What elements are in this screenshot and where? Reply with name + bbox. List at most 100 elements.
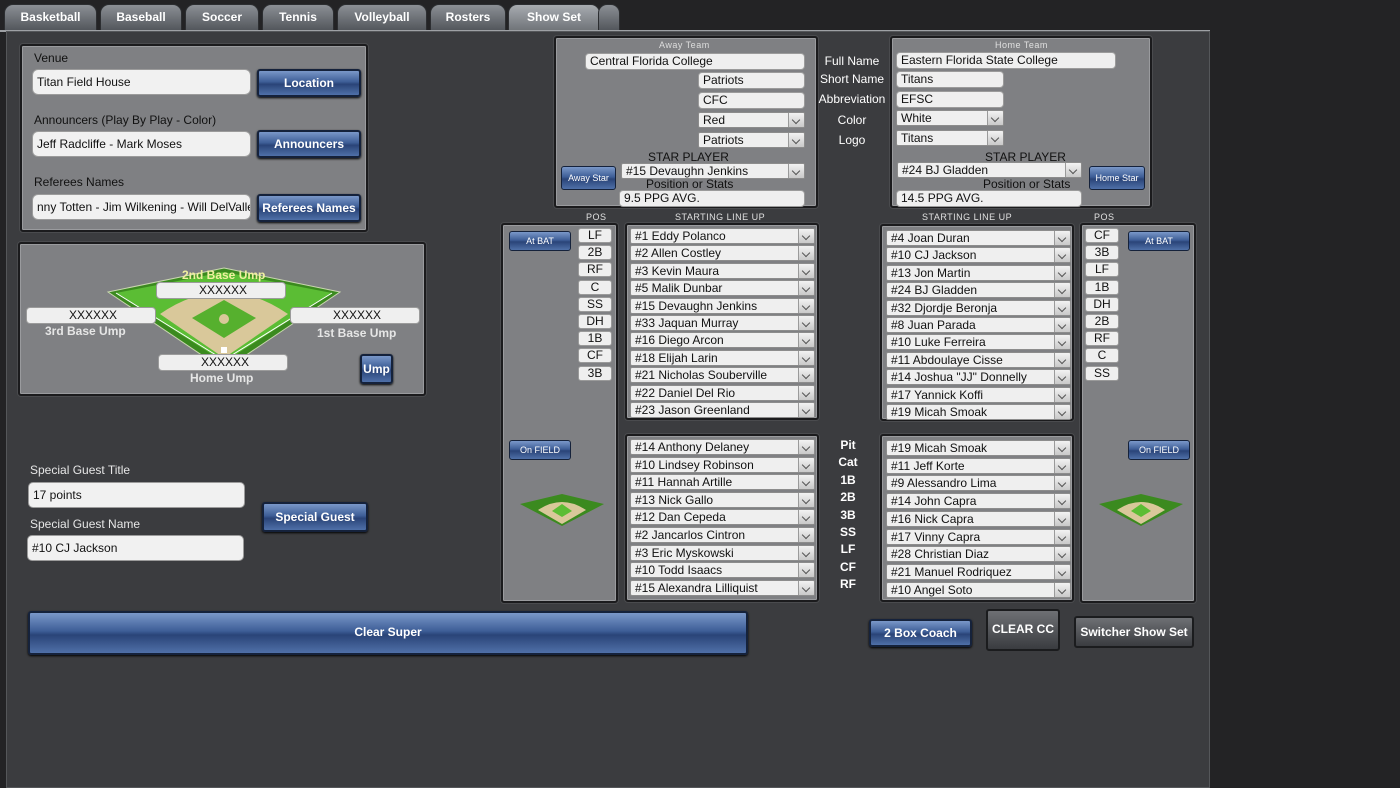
away-lineup-slot-5[interactable]: #15 Devaughn Jenkins bbox=[630, 297, 815, 314]
clear-cc-button[interactable]: CLEAR CC bbox=[986, 609, 1060, 651]
away-lineup-slot-4[interactable]: #5 Malik Dunbar bbox=[630, 280, 815, 297]
away-lineup-slot-2[interactable]: #2 Allen Costley bbox=[630, 245, 815, 262]
away-field-slot-4[interactable]: #13 Nick Gallo bbox=[630, 491, 815, 508]
home-field-slot-9[interactable]: #10 Angel Soto bbox=[886, 581, 1071, 598]
home-position-slot-4[interactable]: 1B bbox=[1085, 279, 1119, 295]
home-field-slot-2[interactable]: #11 Jeff Korte bbox=[886, 457, 1071, 474]
home-lineup-slot-3[interactable]: #13 Jon Martin bbox=[886, 264, 1071, 281]
home-lineup-slot-7[interactable]: #10 Luke Ferreira bbox=[886, 334, 1071, 351]
first-base-ump-field[interactable]: XXXXXX bbox=[290, 307, 420, 324]
away-lineup-slot-1[interactable]: #1 Eddy Polanco bbox=[630, 228, 815, 244]
referees-button[interactable]: Referees Names bbox=[257, 194, 361, 222]
away-stats-field[interactable]: 9.5 PPG AVG. bbox=[619, 190, 805, 207]
home-star-player-dropdown[interactable]: #24 BJ Gladden bbox=[897, 162, 1082, 178]
home-lineup-slot-10[interactable]: #17 Yannick Koffi bbox=[886, 386, 1071, 403]
home-position-slot-7[interactable]: RF bbox=[1085, 331, 1119, 347]
away-field-slot-7[interactable]: #3 Eric Myskowski bbox=[630, 544, 815, 561]
special-guest-title-field[interactable]: 17 points bbox=[28, 482, 245, 508]
away-lineup-slot-3[interactable]: #3 Kevin Maura bbox=[630, 262, 815, 279]
away-position-slot-4[interactable]: C bbox=[578, 279, 612, 295]
home-field-slot-3[interactable]: #9 Alessandro Lima bbox=[886, 475, 1071, 492]
home-position-slot-2[interactable]: 3B bbox=[1085, 245, 1119, 261]
away-position-slot-5[interactable]: SS bbox=[578, 296, 612, 312]
special-guest-button[interactable]: Special Guest bbox=[262, 502, 368, 532]
location-button[interactable]: Location bbox=[257, 69, 361, 97]
away-position-slot-6[interactable]: DH bbox=[578, 314, 612, 329]
away-position-slot-9[interactable]: 3B bbox=[578, 365, 612, 381]
away-star-player-dropdown[interactable]: #15 Devaughn Jenkins bbox=[621, 163, 805, 179]
away-lineup-slot-7[interactable]: #16 Diego Arcon bbox=[630, 332, 815, 349]
second-base-ump-field[interactable]: XXXXXX bbox=[156, 282, 286, 299]
home-ump-field[interactable]: XXXXXX bbox=[158, 354, 288, 371]
home-stats-field[interactable]: 14.5 PPG AVG. bbox=[896, 190, 1082, 207]
home-position-slot-6[interactable]: 2B bbox=[1085, 314, 1119, 329]
away-short-name-field[interactable]: Patriots bbox=[698, 72, 805, 89]
away-lineup-slot-8[interactable]: #18 Elijah Larin bbox=[630, 349, 815, 366]
away-position-slot-3[interactable]: RF bbox=[578, 262, 612, 278]
away-field-slot-8[interactable]: #10 Todd Isaacs bbox=[630, 562, 815, 579]
home-position-slot-5[interactable]: DH bbox=[1085, 296, 1119, 312]
away-abbreviation-field[interactable]: CFC bbox=[698, 92, 805, 109]
home-full-name-field[interactable]: Eastern Florida State College bbox=[896, 52, 1116, 69]
away-position-slot-1[interactable]: LF bbox=[578, 228, 612, 243]
home-position-slot-9[interactable]: SS bbox=[1085, 365, 1119, 381]
away-position-slot-8[interactable]: CF bbox=[578, 348, 612, 364]
two-box-coach-button[interactable]: 2 Box Coach bbox=[869, 619, 972, 647]
special-guest-name-field[interactable]: #10 CJ Jackson bbox=[27, 535, 244, 561]
away-field-slot-5[interactable]: #12 Dan Cepeda bbox=[630, 509, 815, 526]
tab-tennis[interactable]: Tennis bbox=[262, 4, 334, 30]
announcers-button[interactable]: Announcers bbox=[257, 130, 361, 158]
home-lineup-slot-5[interactable]: #32 Djordje Beronja bbox=[886, 299, 1071, 316]
home-star-button[interactable]: Home Star bbox=[1089, 166, 1145, 190]
home-field-slot-7[interactable]: #28 Christian Diaz bbox=[886, 546, 1071, 563]
away-full-name-field[interactable]: Central Florida College bbox=[585, 53, 805, 70]
tab-rosters[interactable]: Rosters bbox=[430, 4, 506, 30]
tab-baseball[interactable]: Baseball bbox=[100, 4, 182, 30]
home-position-slot-8[interactable]: C bbox=[1085, 348, 1119, 364]
announcers-field[interactable]: Jeff Radcliffe - Mark Moses bbox=[32, 131, 251, 157]
home-lineup-slot-9[interactable]: #14 Joshua "JJ" Donnelly bbox=[886, 369, 1071, 386]
home-at-bat-button[interactable]: At BAT bbox=[1128, 231, 1190, 251]
tab-soccer[interactable]: Soccer bbox=[185, 4, 259, 30]
home-field-slot-8[interactable]: #21 Manuel Rodriquez bbox=[886, 563, 1071, 580]
switcher-show-set-button[interactable]: Switcher Show Set bbox=[1074, 616, 1194, 648]
home-field-slot-6[interactable]: #17 Vinny Capra bbox=[886, 528, 1071, 545]
home-logo-dropdown[interactable]: Titans bbox=[896, 130, 1004, 146]
away-lineup-slot-9[interactable]: #21 Nicholas Souberville bbox=[630, 367, 815, 384]
away-star-button[interactable]: Away Star bbox=[561, 166, 616, 190]
away-position-slot-2[interactable]: 2B bbox=[578, 245, 612, 261]
referees-field[interactable]: nny Totten - Jim Wilkening - Will DelVal… bbox=[32, 194, 251, 220]
venue-field[interactable]: Titan Field House bbox=[32, 69, 251, 95]
home-lineup-slot-2[interactable]: #10 CJ Jackson bbox=[886, 247, 1071, 264]
home-field-slot-5[interactable]: #16 Nick Capra bbox=[886, 510, 1071, 527]
away-position-slot-7[interactable]: 1B bbox=[578, 331, 612, 347]
away-field-slot-2[interactable]: #10 Lindsey Robinson bbox=[630, 456, 815, 473]
home-position-slot-1[interactable]: CF bbox=[1085, 228, 1119, 243]
clear-super-button[interactable]: Clear Super bbox=[28, 611, 748, 655]
home-lineup-slot-4[interactable]: #24 BJ Gladden bbox=[886, 282, 1071, 299]
home-lineup-slot-11[interactable]: #19 Micah Smoak bbox=[886, 404, 1071, 420]
tab-basketball[interactable]: Basketball bbox=[4, 4, 97, 30]
third-base-ump-field[interactable]: XXXXXX bbox=[26, 307, 156, 324]
home-lineup-slot-1[interactable]: #4 Joan Duran bbox=[886, 230, 1071, 246]
away-lineup-slot-6[interactable]: #33 Jaquan Murray bbox=[630, 315, 815, 331]
tab-show-set[interactable]: Show Set bbox=[508, 4, 600, 32]
home-abbreviation-field[interactable]: EFSC bbox=[896, 91, 1004, 108]
away-field-slot-6[interactable]: #2 Jancarlos Cintron bbox=[630, 527, 815, 543]
away-lineup-slot-11[interactable]: #23 Jason Greenland bbox=[630, 402, 815, 418]
home-lineup-slot-6[interactable]: #8 Juan Parada bbox=[886, 317, 1071, 333]
home-on-field-button[interactable]: On FIELD bbox=[1128, 440, 1190, 460]
home-field-slot-4[interactable]: #14 John Capra bbox=[886, 493, 1071, 510]
away-field-slot-3[interactable]: #11 Hannah Artille bbox=[630, 474, 815, 491]
home-position-slot-3[interactable]: LF bbox=[1085, 262, 1119, 278]
home-lineup-slot-8[interactable]: #11 Abdoulaye Cisse bbox=[886, 351, 1071, 368]
tab-volleyball[interactable]: Volleyball bbox=[337, 4, 427, 30]
away-logo-dropdown[interactable]: Patriots bbox=[698, 132, 805, 148]
away-lineup-slot-10[interactable]: #22 Daniel Del Rio bbox=[630, 384, 815, 401]
away-color-dropdown[interactable]: Red bbox=[698, 112, 805, 128]
ump-button[interactable]: Ump bbox=[360, 354, 393, 384]
home-field-slot-1[interactable]: #19 Micah Smoak bbox=[886, 440, 1071, 456]
away-field-slot-1[interactable]: #14 Anthony Delaney bbox=[630, 439, 815, 455]
away-field-slot-9[interactable]: #15 Alexandra Lilliquist bbox=[630, 579, 815, 596]
away-at-bat-button[interactable]: At BAT bbox=[509, 231, 571, 251]
